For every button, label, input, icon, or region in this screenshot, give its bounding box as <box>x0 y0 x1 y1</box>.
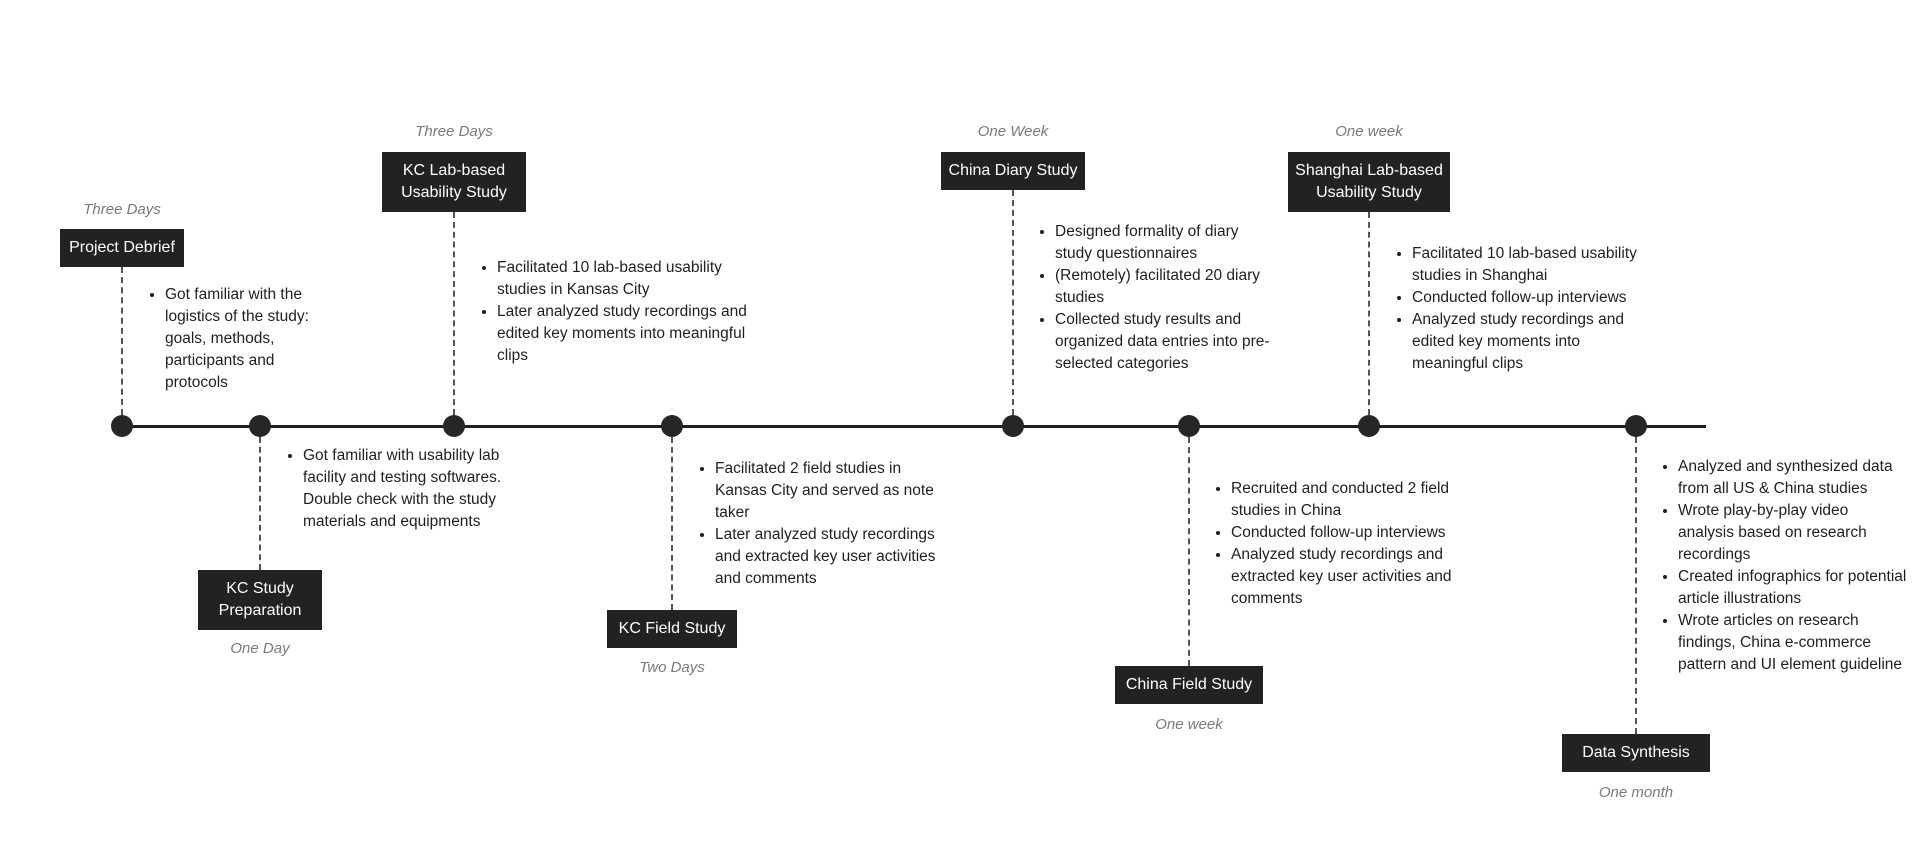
stage-notes: Got familiar with usability lab facility… <box>283 445 508 533</box>
stage-box-china-field-study: China Field Study <box>1115 666 1263 704</box>
note-item: Analyzed and synthesized data from all U… <box>1678 456 1908 500</box>
note-item: Later analyzed study recordings and edit… <box>497 301 747 367</box>
note-item: Wrote articles on research findings, Chi… <box>1678 610 1908 676</box>
milestone-dot <box>443 415 465 437</box>
milestone-dot <box>111 415 133 437</box>
stage-notes: Recruited and conducted 2 field studies … <box>1211 478 1461 610</box>
connector-line <box>453 212 455 415</box>
note-item: Conducted follow-up interviews <box>1231 522 1461 544</box>
duration-label: Two Days <box>639 659 705 676</box>
note-item: Analyzed study recordings and edited key… <box>1412 309 1637 375</box>
stage-box-kc-study-preparation: KC Study Preparation <box>198 570 322 630</box>
note-item: (Remotely) facilitated 20 diary studies <box>1055 265 1275 309</box>
connector-line <box>1368 212 1370 415</box>
stage-box-shanghai-lab-usability-study: Shanghai Lab-based Usability Study <box>1288 152 1450 212</box>
note-item: Analyzed study recordings and extracted … <box>1231 544 1461 610</box>
note-item: Facilitated 2 field studies in Kansas Ci… <box>715 458 955 524</box>
note-item: Recruited and conducted 2 field studies … <box>1231 478 1461 522</box>
stage-notes: Got familiar with the logistics of the s… <box>145 284 340 394</box>
milestone-dot <box>1358 415 1380 437</box>
duration-label: One Day <box>230 640 290 657</box>
milestone-dot <box>661 415 683 437</box>
duration-label: Three Days <box>83 201 161 218</box>
stage-notes: Facilitated 10 lab-based usability studi… <box>1392 243 1637 375</box>
duration-label: Three Days <box>415 123 493 140</box>
connector-line <box>121 267 123 415</box>
milestone-dot <box>249 415 271 437</box>
connector-line <box>1188 437 1190 666</box>
note-item: Facilitated 10 lab-based usability studi… <box>497 257 747 301</box>
note-item: Conducted follow-up interviews <box>1412 287 1637 309</box>
duration-label: One week <box>1335 123 1403 140</box>
duration-label: One Week <box>977 123 1049 140</box>
stage-notes: Designed formality of diary study questi… <box>1035 221 1275 375</box>
connector-line <box>259 437 261 570</box>
milestone-dot <box>1178 415 1200 437</box>
duration-label: One month <box>1598 784 1674 801</box>
note-item: Got familiar with the logistics of the s… <box>165 284 340 394</box>
milestone-dot <box>1002 415 1024 437</box>
note-item: Designed formality of diary study questi… <box>1055 221 1275 265</box>
connector-line <box>1012 190 1014 415</box>
note-item: Wrote play-by-play video analysis based … <box>1678 500 1908 566</box>
stage-box-china-diary-study: China Diary Study <box>941 152 1085 190</box>
connector-line <box>1635 437 1637 734</box>
connector-line <box>671 437 673 610</box>
duration-label: One week <box>1155 716 1223 733</box>
stage-box-kc-lab-usability-study: KC Lab-based Usability Study <box>382 152 526 212</box>
timeline-axis <box>122 425 1706 428</box>
note-item: Created infographics for potential artic… <box>1678 566 1908 610</box>
milestone-dot <box>1625 415 1647 437</box>
note-item: Later analyzed study recordings and extr… <box>715 524 955 590</box>
stage-notes: Facilitated 10 lab-based usability studi… <box>477 257 747 367</box>
stage-box-project-debrief: Project Debrief <box>60 229 184 267</box>
note-item: Got familiar with usability lab facility… <box>303 445 508 533</box>
stage-notes: Analyzed and synthesized data from all U… <box>1658 456 1908 676</box>
stage-box-kc-field-study: KC Field Study <box>607 610 737 648</box>
note-item: Collected study results and organized da… <box>1055 309 1275 375</box>
stage-box-data-synthesis: Data Synthesis <box>1562 734 1710 772</box>
stage-notes: Facilitated 2 field studies in Kansas Ci… <box>695 458 955 590</box>
note-item: Facilitated 10 lab-based usability studi… <box>1412 243 1637 287</box>
